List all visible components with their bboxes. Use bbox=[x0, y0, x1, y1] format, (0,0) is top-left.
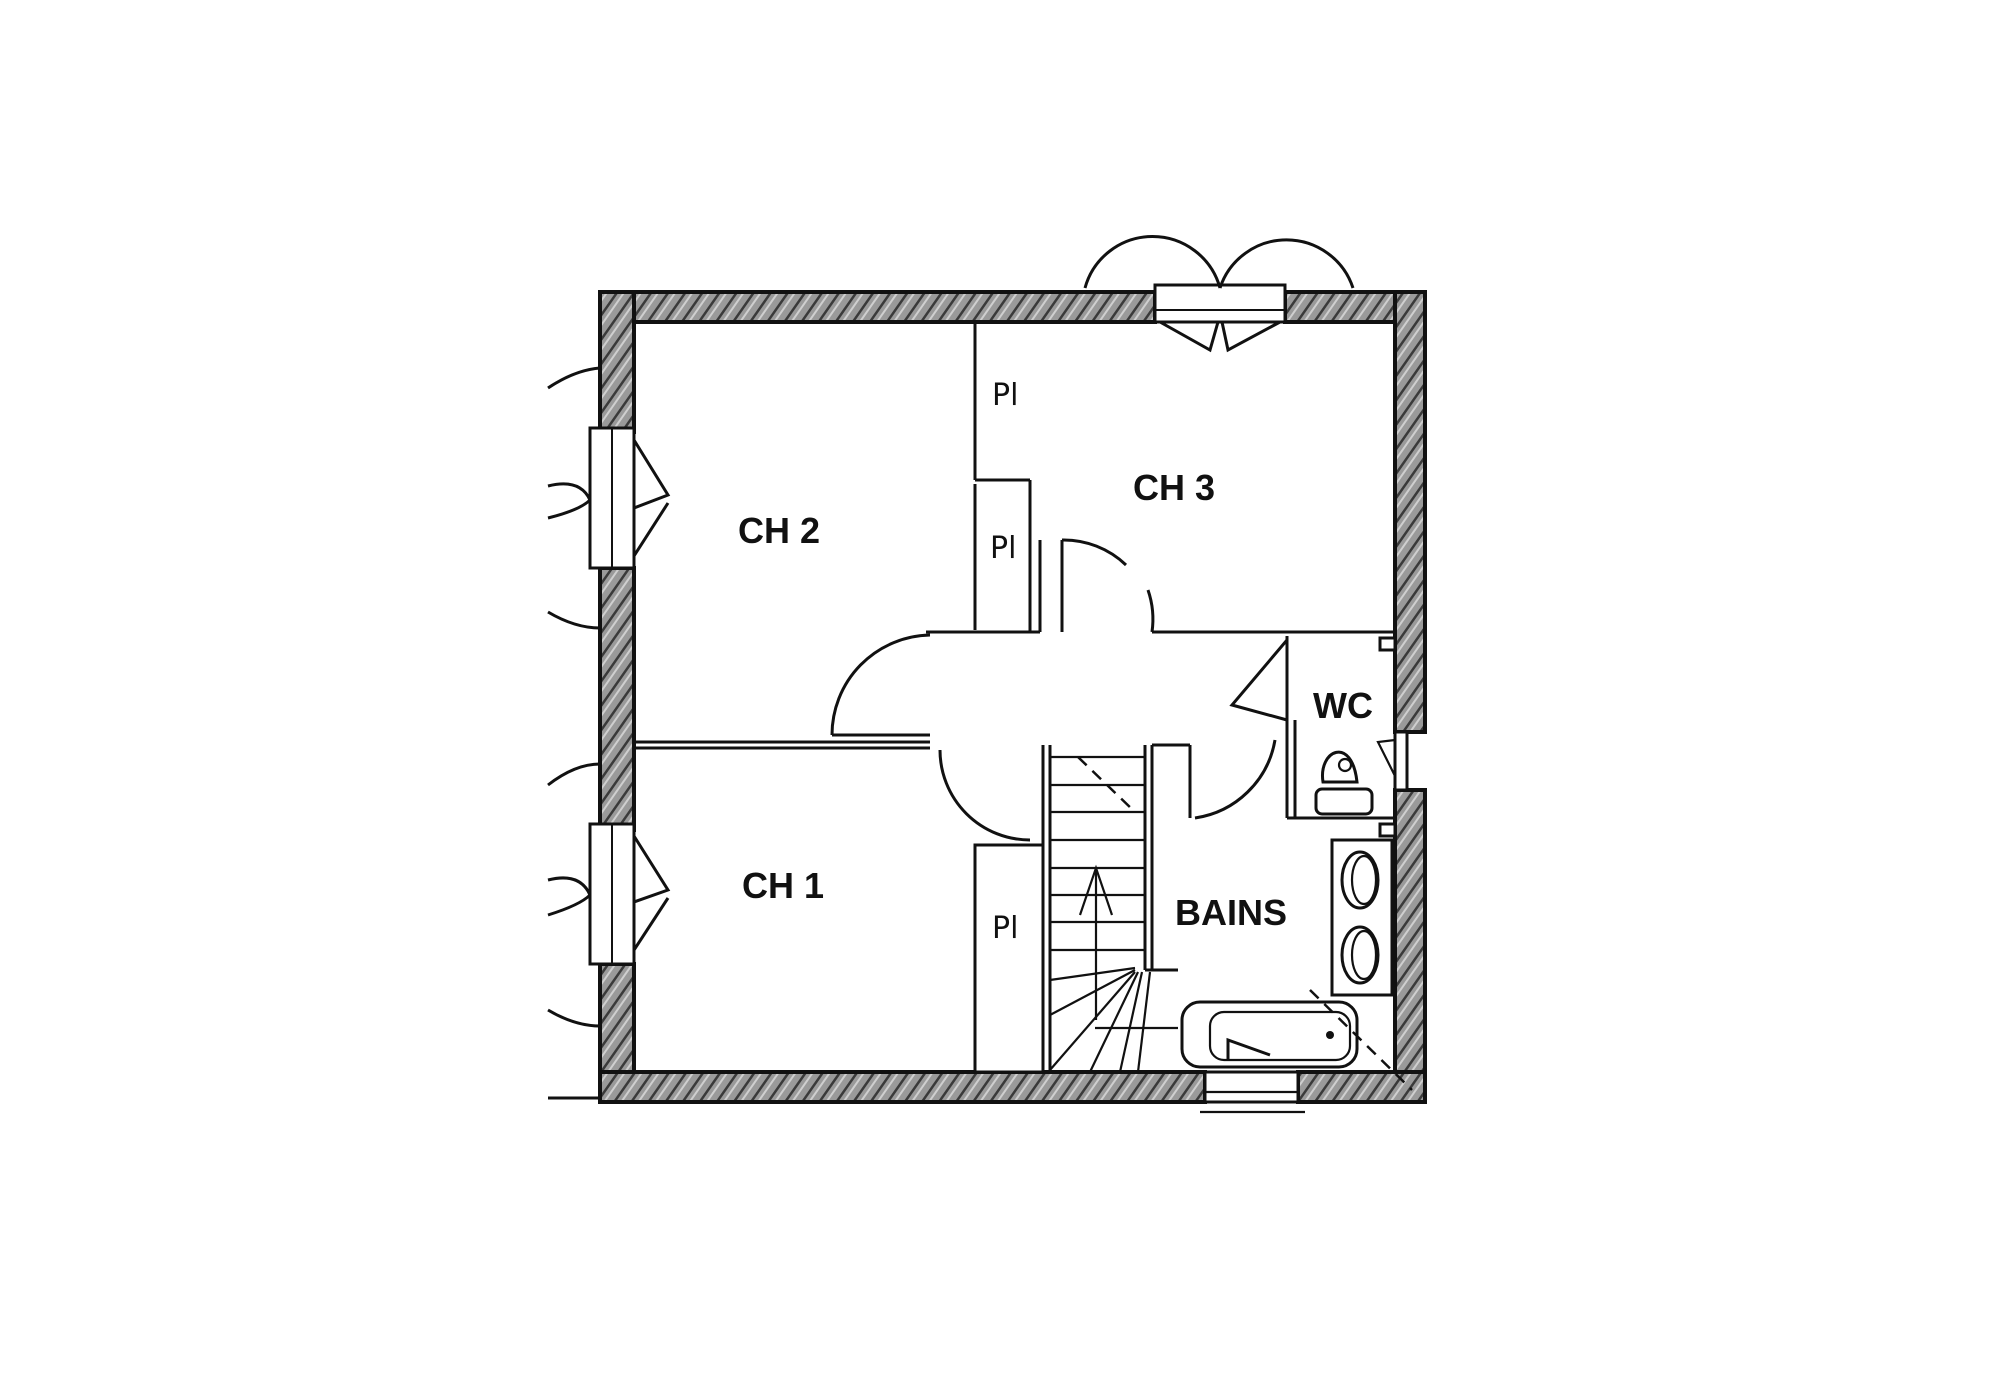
room-label-bains: BAINS bbox=[1175, 892, 1287, 933]
room-label-ch1: CH 1 bbox=[742, 865, 824, 906]
wall-left-top bbox=[598, 290, 636, 434]
wall-top-left bbox=[598, 290, 1157, 324]
interior-partitions bbox=[634, 322, 1409, 1074]
wall-bottom-left bbox=[598, 1070, 1207, 1104]
wall-bottom-right bbox=[1296, 1070, 1427, 1104]
closet-label-mid: Pl bbox=[990, 531, 1016, 566]
closet-label-bottom: Pl bbox=[992, 911, 1018, 946]
room-label-wc: WC bbox=[1313, 685, 1373, 726]
room-labels: CH 2 CH 3 CH 1 WC BAINS Pl Pl Pl bbox=[738, 378, 1373, 946]
bathtub-icon bbox=[1180, 989, 1413, 1114]
toilet-icon bbox=[1314, 750, 1374, 816]
wall-right-lower bbox=[1393, 788, 1427, 1104]
exterior-walls bbox=[598, 290, 1427, 1104]
window-ch1 bbox=[547, 762, 671, 1100]
arrow-up-icon bbox=[1078, 864, 1114, 916]
room-label-ch2: CH 2 bbox=[738, 510, 820, 551]
wall-left-middle bbox=[598, 566, 636, 832]
closet-bottom bbox=[973, 843, 1045, 1074]
window-ch2 bbox=[547, 366, 671, 630]
closet-label-top: Pl bbox=[992, 378, 1018, 413]
room-label-ch3: CH 3 bbox=[1133, 467, 1215, 508]
sink-icon bbox=[1340, 850, 1380, 985]
doors bbox=[830, 538, 1289, 842]
wall-right-upper bbox=[1393, 290, 1427, 734]
french-door-ch3 bbox=[1083, 235, 1355, 353]
staircase bbox=[1049, 755, 1178, 1073]
